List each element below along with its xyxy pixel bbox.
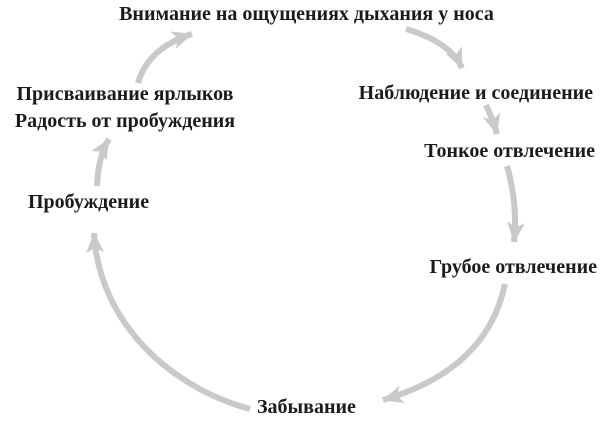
arrow-subtle-to-gross-distraction <box>504 165 526 243</box>
node-observing: Наблюдение и соединение <box>358 82 593 104</box>
node-forgetting: Забывание <box>257 396 356 418</box>
node-labeling: Присваивание ярлыков Радость от пробужде… <box>6 81 244 135</box>
node-waking: Пробуждение <box>28 191 150 213</box>
node-labeling-line2: Радость от пробуждения <box>14 110 236 132</box>
arrow-attention-to-observing <box>405 26 465 70</box>
arrow-observing-to-subtle-distraction <box>482 103 501 135</box>
arrow-gross-distraction-to-forgetting <box>382 283 508 404</box>
node-attention: Внимание на ощущениях дыхания у носа <box>119 3 494 25</box>
node-labeling-line1: Присваивание ярлыков <box>16 83 234 105</box>
arrow-labeling-to-attention <box>135 31 193 84</box>
arrow-forgetting-to-waking <box>86 232 251 412</box>
node-subtle-distraction: Тонкое отвлечение <box>424 140 595 162</box>
node-gross-distraction: Грубое отвлечение <box>429 256 597 278</box>
arrow-waking-to-labeling <box>90 137 112 187</box>
